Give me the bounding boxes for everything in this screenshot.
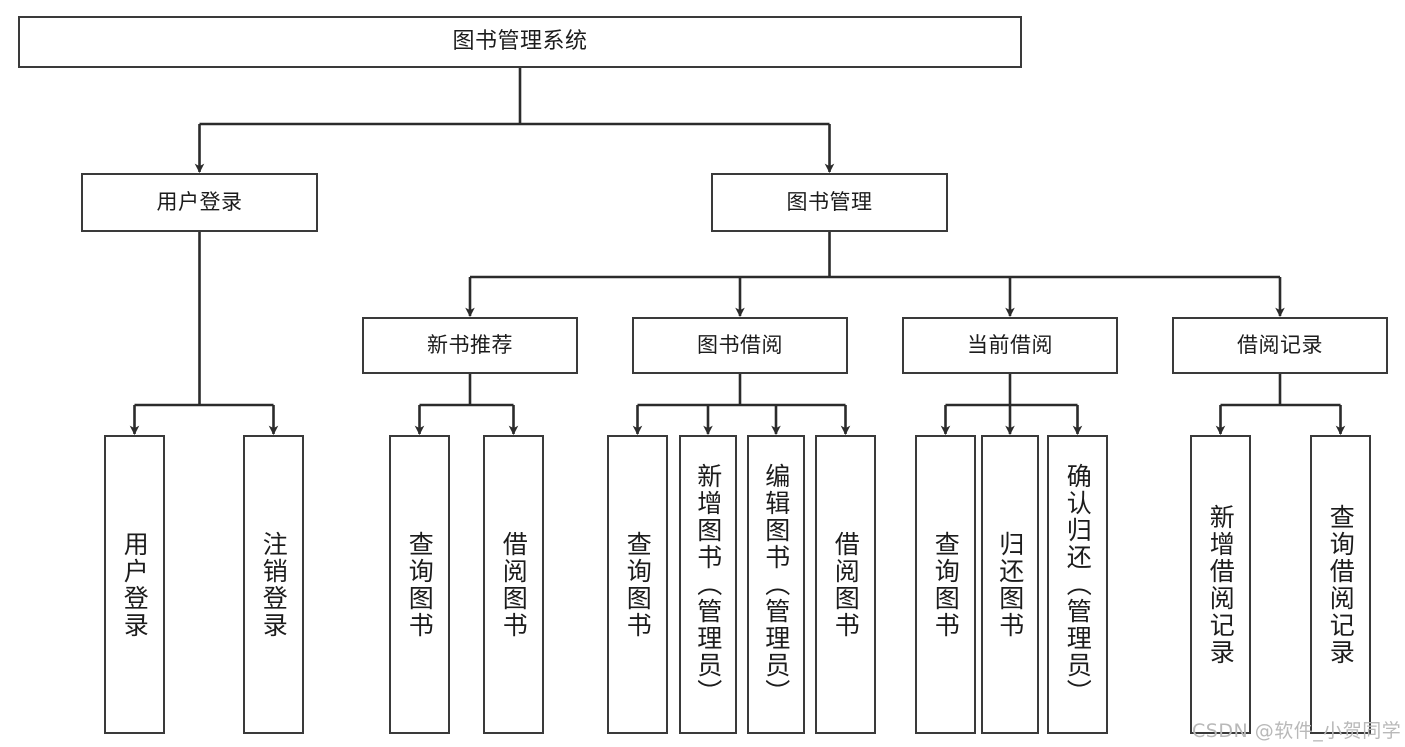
node-book-borrow[interactable]: 图书借阅 (632, 317, 848, 374)
node-label: 归还图书 (995, 530, 1025, 639)
node-label: 查询图书 (931, 530, 961, 639)
node-label: 查询图书 (623, 530, 653, 639)
node-label: 新增图书（管理员） (693, 463, 723, 706)
node-leaf-user-login[interactable]: 用户登录 (104, 435, 165, 734)
node-leaf-borrow-add[interactable]: 新增图书（管理员） (679, 435, 737, 734)
node-label: 确认归还（管理员） (1063, 463, 1093, 706)
node-label: 查询图书 (405, 530, 435, 639)
node-current-borrow[interactable]: 当前借阅 (902, 317, 1118, 374)
node-label: 新书推荐 (427, 333, 513, 358)
node-leaf-rec-search[interactable]: 查询借阅记录 (1310, 435, 1371, 734)
node-label: 编辑图书（管理员） (761, 463, 791, 706)
node-book-manage[interactable]: 图书管理 (711, 173, 948, 232)
node-label: 借阅图书 (499, 530, 529, 639)
node-root[interactable]: 图书管理系统 (18, 16, 1022, 68)
node-label: 用户登录 (120, 530, 150, 639)
csdn-watermark: CSDN @软件_小贺同学 (1192, 720, 1402, 742)
node-label: 用户登录 (156, 190, 243, 215)
node-label: 图书借阅 (697, 333, 783, 358)
node-leaf-borrow-query[interactable]: 查询图书 (607, 435, 668, 734)
node-new-book-rec[interactable]: 新书推荐 (362, 317, 578, 374)
node-leaf-rec-query[interactable]: 查询图书 (389, 435, 450, 734)
node-leaf-borrow-edit[interactable]: 编辑图书（管理员） (747, 435, 805, 734)
node-leaf-rec-add[interactable]: 新增借阅记录 (1190, 435, 1251, 734)
node-leaf-borrow-lend[interactable]: 借阅图书 (815, 435, 876, 734)
node-leaf-user-logout[interactable]: 注销登录 (243, 435, 304, 734)
node-borrow-record[interactable]: 借阅记录 (1172, 317, 1388, 374)
node-leaf-rec-borrow[interactable]: 借阅图书 (483, 435, 544, 734)
node-label: 查询借阅记录 (1326, 503, 1356, 666)
node-label: 图书管理系统 (452, 29, 588, 55)
node-label: 图书管理 (786, 190, 873, 215)
node-leaf-cur-query[interactable]: 查询图书 (915, 435, 976, 734)
node-leaf-cur-confirm[interactable]: 确认归还（管理员） (1047, 435, 1108, 734)
node-leaf-cur-return[interactable]: 归还图书 (981, 435, 1039, 734)
node-label: 注销登录 (259, 530, 289, 639)
node-label: 借阅图书 (831, 530, 861, 639)
node-user-login[interactable]: 用户登录 (81, 173, 318, 232)
node-label: 当前借阅 (967, 333, 1053, 358)
node-label: 借阅记录 (1237, 333, 1323, 358)
node-label: 新增借阅记录 (1206, 503, 1236, 666)
